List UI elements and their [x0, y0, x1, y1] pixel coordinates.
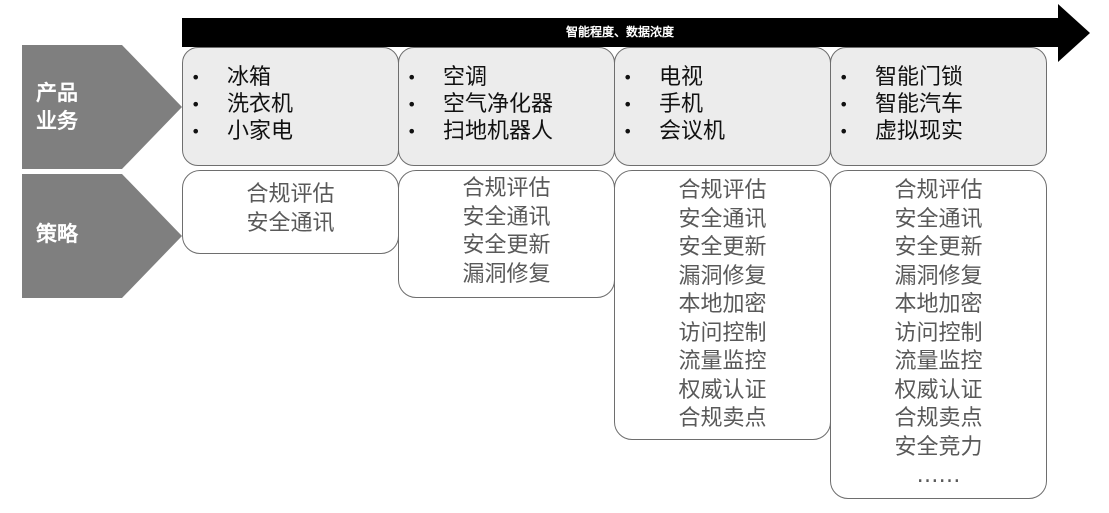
arrow-shape	[182, 4, 1090, 62]
product-item: • 智能门锁	[839, 64, 1046, 91]
product-box-4: • 智能门锁 • 智能汽车 • 虚拟现实	[830, 47, 1047, 166]
product-box-2: • 空调 • 空气净化器 • 扫地机器人	[398, 47, 615, 166]
strategy-item: 安全通讯	[894, 206, 983, 232]
bullet-icon: •	[839, 122, 849, 141]
product-label: 电视	[659, 65, 704, 90]
product-item: • 电视	[623, 64, 830, 91]
product-label: 智能门锁	[875, 65, 964, 90]
strategy-item: 本地加密	[678, 292, 767, 317]
strategy-item: 流量监控	[678, 349, 767, 374]
strategy-box-2: 合规评估 安全通讯 安全更新 漏洞修复	[398, 170, 615, 298]
product-label: 洗衣机	[227, 92, 294, 117]
row-label-product-line2: 业务	[36, 109, 78, 133]
strategy-item: 合规评估	[894, 178, 983, 203]
product-label: 手机	[659, 92, 704, 117]
arrow-label: 智能程度、数据浓度	[565, 25, 674, 39]
product-label: 会议机	[659, 119, 726, 144]
row-label-strategy-line1: 策略	[36, 222, 78, 246]
strategy-item: 安全通讯	[246, 210, 335, 236]
bullet-icon: •	[407, 68, 417, 87]
strategy-item: 安全通讯	[462, 204, 551, 230]
strategy-item: 合规卖点	[894, 406, 983, 431]
product-label: 智能汽车	[875, 92, 964, 117]
strategy-item: 安全更新	[462, 233, 551, 258]
product-item: • 冰箱	[191, 64, 398, 91]
product-label: 虚拟现实	[875, 119, 964, 144]
row-label-product: 产品 业务	[22, 45, 182, 169]
strategy-item: 合规评估	[246, 182, 335, 207]
bullet-icon: •	[623, 68, 633, 87]
product-label: 空调	[443, 65, 488, 90]
strategy-item: 合规卖点	[678, 406, 767, 431]
strategy-item: 漏洞修复	[678, 263, 767, 289]
product-box-3: • 电视 • 手机 • 会议机	[614, 47, 831, 166]
bullet-icon: •	[407, 95, 417, 114]
bullet-icon: •	[623, 95, 633, 114]
product-label: 小家电	[227, 119, 294, 144]
strategy-item: 安全竞力	[894, 434, 983, 460]
row-label-product-line1: 产品	[36, 81, 78, 105]
chevron-shape	[22, 174, 182, 298]
bullet-icon: •	[839, 68, 849, 87]
bullet-icon: •	[839, 95, 849, 114]
strategy-item: 合规评估	[678, 178, 767, 203]
product-item: • 洗衣机	[191, 91, 398, 118]
strategy-box-1: 合规评估 安全通讯	[182, 170, 399, 254]
bullet-icon: •	[407, 122, 417, 141]
strategy-item: ……	[916, 463, 961, 488]
strategy-item: 流量监控	[894, 349, 983, 374]
strategy-item: 合规评估	[462, 176, 551, 201]
product-item: • 扫地机器人	[407, 118, 614, 145]
product-box-1: • 冰箱 • 洗衣机 • 小家电	[182, 47, 399, 166]
product-item: • 智能汽车	[839, 91, 1046, 118]
strategy-box-3: 合规评估 安全通讯 安全更新 漏洞修复 本地加密 访问控制 流量监控 权威认证 …	[614, 170, 831, 440]
product-label: 冰箱	[227, 65, 272, 90]
product-label: 扫地机器人	[443, 119, 554, 144]
chevron-shape	[22, 45, 182, 169]
progress-arrow: 智能程度、数据浓度	[182, 4, 1090, 62]
strategy-item: 安全更新	[678, 235, 767, 260]
bullet-icon: •	[191, 68, 201, 87]
strategy-item: 权威认证	[678, 377, 767, 403]
strategy-item: 安全通讯	[678, 206, 767, 232]
product-label: 空气净化器	[443, 92, 554, 117]
strategy-item: 漏洞修复	[894, 263, 983, 289]
strategy-item: 本地加密	[894, 292, 983, 317]
product-item: • 手机	[623, 91, 830, 118]
product-item: • 会议机	[623, 118, 830, 145]
strategy-item: 访问控制	[678, 320, 767, 346]
product-item: • 空调	[407, 64, 614, 91]
strategy-box-4: 合规评估 安全通讯 安全更新 漏洞修复 本地加密 访问控制 流量监控 权威认证 …	[830, 170, 1047, 499]
product-item: • 空气净化器	[407, 91, 614, 118]
product-item: • 虚拟现实	[839, 118, 1046, 145]
strategy-item: 漏洞修复	[462, 261, 551, 287]
row-label-strategy: 策略	[22, 174, 182, 298]
bullet-icon: •	[623, 122, 633, 141]
product-item: • 小家电	[191, 118, 398, 145]
strategy-item: 访问控制	[894, 320, 983, 346]
bullet-icon: •	[191, 122, 201, 141]
strategy-item: 权威认证	[894, 377, 983, 403]
bullet-icon: •	[191, 95, 201, 114]
strategy-item: 安全更新	[894, 235, 983, 260]
